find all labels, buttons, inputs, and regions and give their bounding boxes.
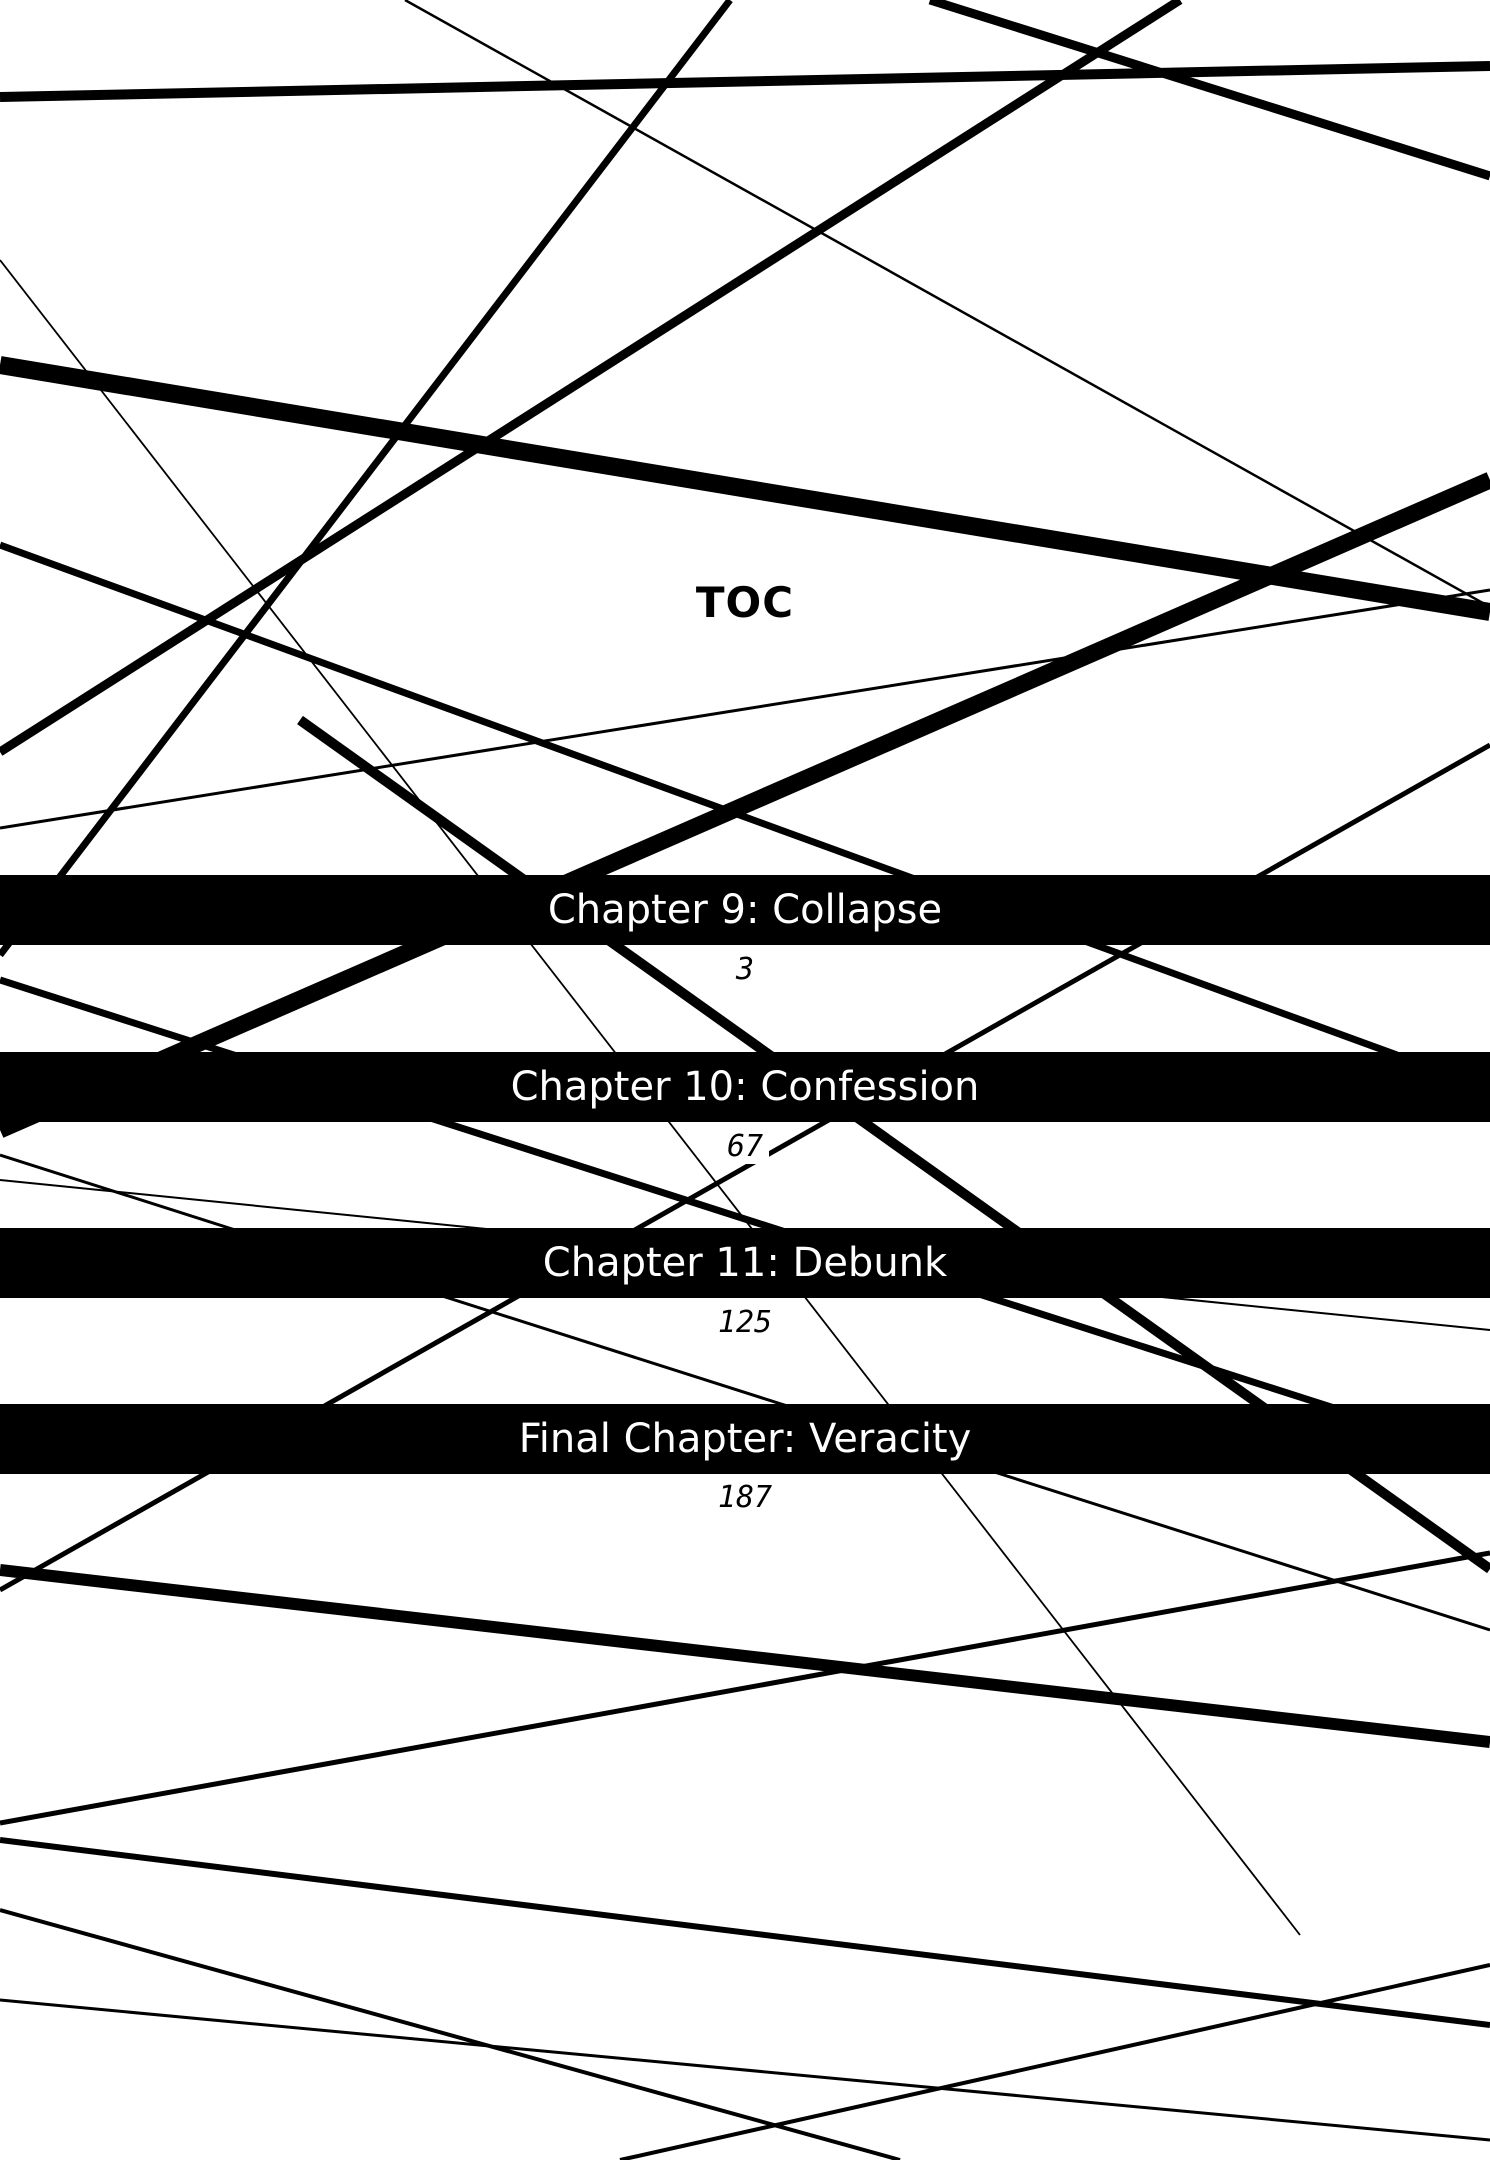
bg-line [0,61,1490,102]
chapter-page-number: 3 [0,952,1490,987]
bg-line [0,0,733,958]
bg-line [0,1153,1490,1632]
chapter-banner-final[interactable]: Final Chapter: Veracity [0,1404,1490,1474]
chapter-banner-10[interactable]: Chapter 10: Confession [0,1052,1490,1122]
chapter-banner-9[interactable]: Chapter 9: Collapse [0,875,1490,945]
bg-line [0,541,1490,1093]
page-title: TOC [695,578,795,627]
bg-line [619,1963,1490,2160]
bg-line [0,356,1490,621]
chapter-title: Chapter 11: Debunk [542,1240,948,1286]
chapter-banner-11[interactable]: Chapter 11: Debunk [0,1228,1490,1298]
chapter-page-number: 125 [0,1305,1490,1340]
bg-line [0,1908,901,2160]
bg-line [0,1837,1490,2028]
chapter-page-number: 187 [0,1480,1490,1515]
bg-line [404,0,1490,609]
bg-line [928,0,1490,181]
bg-line [0,588,1490,830]
chapter-title: Chapter 9: Collapse [547,887,943,933]
bg-line [0,0,1183,756]
bg-line [0,1564,1490,1748]
bg-line [0,472,1490,1138]
chapter-title: Chapter 10: Confession [510,1064,980,1110]
chapter-title: Final Chapter: Veracity [518,1416,972,1462]
chapter-page-number: 67 [0,1129,1490,1164]
bg-line [0,1550,1490,1826]
bg-line [0,1998,1490,2142]
